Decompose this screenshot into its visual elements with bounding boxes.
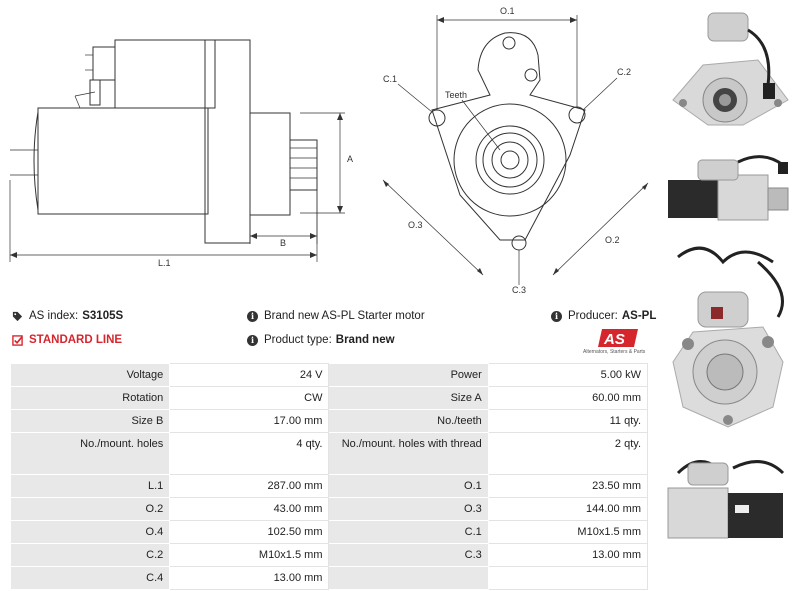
spec-value: M10x1.5 mm bbox=[169, 543, 330, 567]
specs-table: Voltage 24 V Power 5.00 kW Rotation CW S… bbox=[9, 363, 649, 590]
spec-key bbox=[328, 566, 489, 590]
logo-text: AS bbox=[603, 331, 625, 348]
spec-key: Power bbox=[328, 363, 489, 387]
standard-line-label: STANDARD LINE bbox=[29, 334, 123, 346]
spec-key: Size B bbox=[9, 409, 171, 433]
brand-new-text: Brand new AS-PL Starter motor bbox=[264, 310, 425, 322]
brand-new-row: i Brand new AS-PL Starter motor bbox=[247, 310, 425, 322]
spec-value: 11 qty. bbox=[487, 409, 649, 433]
table-row: C.4 13.00 mm bbox=[9, 566, 649, 590]
spec-key: O.3 bbox=[328, 497, 489, 521]
spec-value: 60.00 mm bbox=[487, 386, 649, 410]
producer-value: AS-PL bbox=[621, 310, 657, 322]
spec-value: 24 V bbox=[169, 363, 330, 387]
spec-value: 5.00 kW bbox=[487, 363, 649, 387]
spec-value: 2 qty. bbox=[487, 432, 649, 475]
spec-key: C.2 bbox=[9, 543, 171, 567]
as-index-row: AS index: S3105S bbox=[12, 310, 123, 322]
label-a: A bbox=[347, 154, 353, 164]
table-row: L.1 287.00 mm O.1 23.50 mm bbox=[9, 474, 649, 498]
spec-key: C.4 bbox=[9, 566, 171, 590]
technical-drawing: A B L.1 O.1 C.1 C.2 Teeth O.3 bbox=[9, 6, 649, 295]
table-row: Rotation CW Size A 60.00 mm bbox=[9, 386, 649, 410]
logo-subtitle: Alternators, Starters & Parts bbox=[583, 349, 646, 355]
table-row: Voltage 24 V Power 5.00 kW bbox=[9, 363, 649, 387]
spec-key: C.3 bbox=[328, 543, 489, 567]
label-c3: C.3 bbox=[512, 285, 526, 295]
product-type-label: Product type: bbox=[264, 334, 332, 346]
producer-row: i Producer: AS-PL bbox=[551, 310, 656, 322]
product-type-row: i Product type: Brand new bbox=[247, 334, 395, 346]
info-icon: i bbox=[551, 310, 562, 322]
standard-line-row: STANDARD LINE bbox=[12, 334, 122, 346]
tag-icon bbox=[12, 311, 23, 321]
label-o3: O.3 bbox=[408, 220, 423, 230]
spec-key: No./teeth bbox=[328, 409, 489, 433]
spec-key: Rotation bbox=[9, 386, 171, 410]
product-photo-angle[interactable] bbox=[663, 443, 793, 563]
table-row: No./mount. holes 4 qty. No./mount. holes… bbox=[9, 432, 649, 475]
side-view-drawing bbox=[10, 39, 318, 244]
spec-key: O.1 bbox=[328, 474, 489, 498]
spec-value: M10x1.5 mm bbox=[487, 520, 649, 544]
label-o2: O.2 bbox=[605, 235, 620, 245]
checkbox-checked-icon bbox=[12, 334, 23, 346]
spec-key: O.4 bbox=[9, 520, 171, 544]
label-c2: C.2 bbox=[617, 67, 631, 77]
table-row: O.2 43.00 mm O.3 144.00 mm bbox=[9, 497, 649, 521]
spec-value: 102.50 mm bbox=[169, 520, 330, 544]
producer-label: Producer: bbox=[568, 310, 618, 322]
spec-value: 43.00 mm bbox=[169, 497, 330, 521]
spec-key: Voltage bbox=[9, 363, 171, 387]
label-o1: O.1 bbox=[500, 6, 515, 16]
product-photo-flange[interactable] bbox=[663, 232, 793, 437]
spec-key: No./mount. holes with thread bbox=[328, 432, 489, 475]
as-pl-logo: AS bbox=[598, 329, 638, 348]
label-c1: C.1 bbox=[383, 74, 397, 84]
info-icon: i bbox=[247, 310, 258, 322]
product-type-value: Brand new bbox=[335, 334, 395, 346]
spec-value: 13.00 mm bbox=[487, 543, 649, 567]
spec-value bbox=[487, 566, 649, 590]
as-index-value: S3105S bbox=[82, 310, 124, 322]
spec-value: CW bbox=[169, 386, 330, 410]
front-view-drawing bbox=[428, 32, 586, 251]
spec-value: 4 qty. bbox=[169, 432, 330, 475]
spec-key: Size A bbox=[328, 386, 489, 410]
product-photo-side[interactable] bbox=[663, 140, 793, 225]
spec-key: C.1 bbox=[328, 520, 489, 544]
spec-value: 287.00 mm bbox=[169, 474, 330, 498]
label-teeth: Teeth bbox=[445, 90, 467, 100]
spec-value: 144.00 mm bbox=[487, 497, 649, 521]
spec-value: 23.50 mm bbox=[487, 474, 649, 498]
spec-value: 17.00 mm bbox=[169, 409, 330, 433]
label-b: B bbox=[280, 238, 286, 248]
spec-value: 13.00 mm bbox=[169, 566, 330, 590]
table-row: O.4 102.50 mm C.1 M10x1.5 mm bbox=[9, 520, 649, 544]
info-icon: i bbox=[247, 334, 258, 346]
as-index-label: AS index: bbox=[29, 310, 79, 322]
spec-key: O.2 bbox=[9, 497, 171, 521]
table-row: Size B 17.00 mm No./teeth 11 qty. bbox=[9, 409, 649, 433]
product-photo-front[interactable] bbox=[663, 5, 793, 135]
label-l1: L.1 bbox=[158, 258, 171, 268]
spec-key: L.1 bbox=[9, 474, 171, 498]
spec-key: No./mount. holes bbox=[9, 432, 171, 475]
table-row: C.2 M10x1.5 mm C.3 13.00 mm bbox=[9, 543, 649, 567]
